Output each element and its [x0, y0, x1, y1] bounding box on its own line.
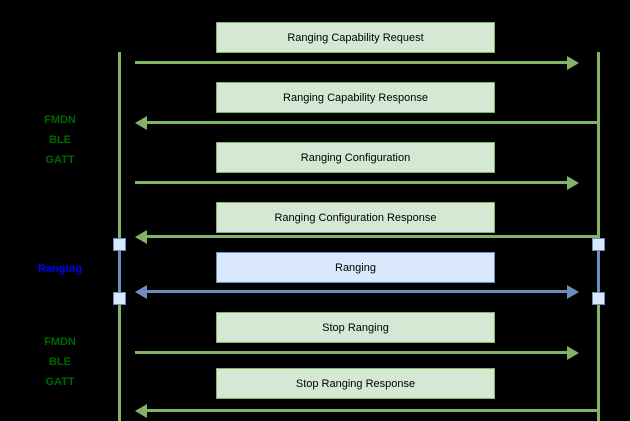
message-box-stop-ranging: Stop Ranging	[216, 312, 495, 343]
message-arrow-line-3	[135, 181, 567, 184]
message-box-ranging-configuration-response: Ranging Configuration Response	[216, 202, 495, 233]
message-arrow-line-2	[147, 121, 597, 124]
message-arrow-head-7	[135, 403, 147, 418]
message-arrow-head-5-left	[135, 284, 147, 299]
message-box-stop-ranging-response: Stop Ranging Response	[216, 368, 495, 399]
left-lifeline	[118, 52, 121, 421]
message-arrow-head-6	[567, 345, 579, 360]
message-box-ranging-capability-response: Ranging Capability Response	[216, 82, 495, 113]
right-activation-node-end	[592, 292, 605, 305]
message-arrow-line-4	[147, 235, 597, 238]
right-activation-bar	[597, 244, 600, 298]
message-box-ranging: Ranging	[216, 252, 495, 283]
message-arrow-head-5-right	[567, 284, 579, 299]
message-arrow-line-7	[147, 409, 597, 412]
message-arrow-head-4	[135, 229, 147, 244]
message-arrow-head-1	[567, 55, 579, 70]
left-activation-node-end	[113, 292, 126, 305]
phase-label-fmdn-bottom: FMDN BLE GATT	[44, 336, 76, 388]
message-arrow-head-3	[567, 175, 579, 190]
message-box-ranging-configuration: Ranging Configuration	[216, 142, 495, 173]
message-arrow-line-1	[135, 61, 567, 64]
right-activation-node-start	[592, 238, 605, 251]
message-arrow-head-2	[135, 115, 147, 130]
phase-label-ranging: Ranging	[38, 263, 82, 275]
right-lifeline	[597, 52, 600, 421]
message-arrow-line-5	[147, 290, 567, 293]
message-arrow-line-6	[135, 351, 567, 354]
phase-label-fmdn-top: FMDN BLE GATT	[44, 114, 76, 166]
left-activation-bar	[118, 244, 121, 298]
message-box-ranging-capability-request: Ranging Capability Request	[216, 22, 495, 53]
left-activation-node-start	[113, 238, 126, 251]
